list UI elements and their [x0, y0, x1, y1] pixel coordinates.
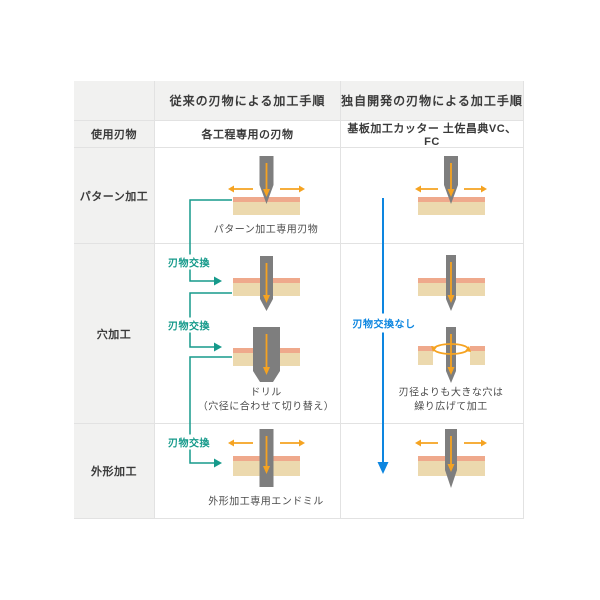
tools-row-label: 使用刃物 [74, 121, 155, 148]
caption-widen-line1: 刃径よりも大きな穴は [398, 387, 504, 399]
row-label-outline: 外形加工 [74, 424, 155, 519]
tools-conventional-cell: 各工程専用の刃物 [155, 121, 341, 148]
header-proprietary: 独自開発の刃物による加工手順 [341, 81, 524, 121]
caption-drill-line1: ドリル [250, 387, 282, 399]
outline-proprietary-cell [341, 424, 524, 519]
caption-pattern-blade: パターン加工専用刃物 [213, 224, 319, 236]
caption-endmill: 外形加工専用エンドミル [208, 496, 324, 508]
pattern-proprietary-cell [341, 148, 524, 244]
hole-proprietary-cell [341, 244, 524, 424]
caption-widen-line2: 繰り広げて加工 [414, 401, 488, 413]
caption-drill-line2: （穴径に合わせて切り替え） [197, 401, 335, 413]
header-conventional: 従来の刃物による加工手順 [155, 81, 341, 121]
blade-change-label-3: 刃物交換 [166, 434, 212, 450]
blade-change-label-1: 刃物交換 [166, 254, 212, 270]
no-blade-change-label: 刃物交換なし [350, 313, 418, 333]
blade-change-label-2: 刃物交換 [166, 317, 212, 333]
tools-proprietary-cell: 基板加工カッター 土佐昌典VC、FC [341, 121, 524, 148]
header-proprietary-label: 独自開発の刃物による加工手順 [341, 94, 523, 108]
header-conventional-label: 従来の刃物による加工手順 [169, 94, 326, 108]
row-label-pattern: パターン加工 [74, 148, 155, 244]
hole-conventional-cell [155, 244, 341, 424]
row-label-hole: 穴加工 [74, 244, 155, 424]
header-blank-cell [74, 81, 155, 121]
pattern-conventional-cell [155, 148, 341, 244]
